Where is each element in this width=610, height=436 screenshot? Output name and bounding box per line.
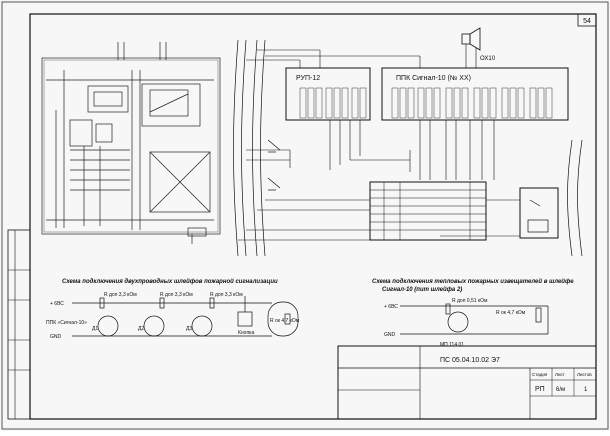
sheet-value: 6/м (556, 387, 565, 393)
right-detector-label: МП 114 01 (440, 342, 464, 348)
stage-header: Стадия (532, 372, 548, 377)
right-scheme: + 6ВС GND R доп 0,51 кОм R ок 4,7 кОм МП… (384, 298, 549, 348)
inner-frame (29, 13, 597, 420)
siren-label: ОХ10 (480, 56, 496, 62)
left-ground: GND (50, 334, 62, 340)
ppk-block: ППК Сигнал-10 (№ XX) (381, 67, 569, 121)
detector-label: Д2 (138, 326, 144, 332)
page-number: 54 (583, 18, 591, 25)
right-device-block (519, 187, 559, 239)
end-resistor-label: R ок 4,7 кОм (270, 318, 300, 324)
right-resistor-label: R доп 0,51 кОм (452, 298, 488, 304)
rupp-block: РУП-12 (285, 67, 371, 121)
rupp-label: РУП-12 (296, 75, 320, 82)
siren-icon: ОХ10 (461, 27, 496, 62)
sheets-header: Листов (577, 372, 592, 377)
terminal-table (369, 181, 487, 241)
right-end-resistor-label: R ок 4,7 кОм (496, 310, 526, 316)
right-caption-line2: Сигнал-10 (пит шлейфа 2) (382, 286, 462, 293)
button-label: Кнопка (238, 330, 254, 336)
left-margin-strip (7, 229, 31, 420)
resistor-label: R доп 3,3 кОм (160, 292, 193, 298)
page-number-box (577, 13, 597, 27)
right-ground: GND (384, 332, 396, 338)
detector-label: Д1 (92, 326, 98, 332)
siren-wiring (465, 44, 477, 68)
detector-label: Д3 (186, 326, 192, 332)
right-voltage: + 6ВС (384, 304, 398, 310)
resistor-label: R доп 3,3 кОм (104, 292, 137, 298)
left-caption: Схема подключения двухпроводных шлейфов … (62, 278, 278, 285)
cabinet-drawing (41, 42, 221, 244)
left-scheme: + 6ВС ППК «Сигнал-10» GND R доп 3,3 кОм … (46, 292, 300, 340)
stage-value: РП (535, 386, 545, 393)
left-voltage: + 6ВС (50, 301, 64, 307)
left-ppk-label: ППК «Сигнал-10» (46, 320, 87, 326)
title-block (337, 345, 597, 420)
ppk-label: ППК Сигнал-10 (№ XX) (396, 75, 471, 82)
relay-contacts (267, 139, 281, 191)
connection-wires (238, 49, 520, 241)
cable-runs (233, 39, 583, 257)
sheet-header: Лист (555, 372, 565, 377)
drawing-code: ПС 05.04.10.02 Э7 (440, 357, 500, 364)
right-caption-line1: Схема подключения тепловых пожарных изве… (372, 278, 574, 285)
sheets-value: 1 (584, 387, 588, 393)
resistor-label: R доп 3,3 кОм (210, 292, 243, 298)
